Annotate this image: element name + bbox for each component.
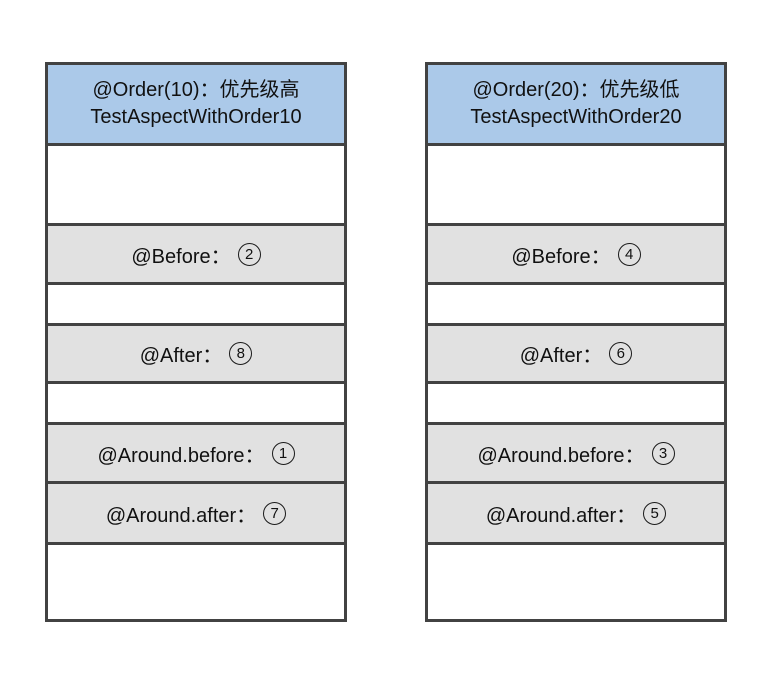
aspect-header-line2: TestAspectWithOrder10 bbox=[90, 106, 302, 128]
advice-row-after: @After： 8 bbox=[45, 323, 347, 384]
blank-row bbox=[425, 143, 727, 226]
advice-row-after: @After： 6 bbox=[425, 323, 727, 384]
advice-label: @Around.before： bbox=[97, 444, 265, 467]
aspect-header-line2: TestAspectWithOrder20 bbox=[470, 106, 682, 128]
blank-row bbox=[45, 282, 347, 326]
circled-number: 1 bbox=[271, 441, 295, 465]
advice-label: @After： bbox=[519, 345, 603, 367]
circled-number: 4 bbox=[617, 242, 641, 266]
circled-number: 6 bbox=[609, 342, 633, 365]
circled-number: 3 bbox=[651, 441, 675, 465]
advice-label: @Around.after： bbox=[105, 504, 257, 527]
aspect-header-order10: @Order(10)：优先级高 TestAspectWithOrder10 bbox=[45, 62, 347, 146]
advice-label: @Before： bbox=[511, 245, 611, 268]
advice-row-around-after: @Around.after： 5 bbox=[425, 481, 727, 545]
advice-row-before: @Before： 2 bbox=[45, 223, 347, 285]
advice-row-before: @Before： 4 bbox=[425, 223, 727, 285]
circled-number: 7 bbox=[263, 501, 287, 525]
advice-label: @Around.before： bbox=[477, 444, 645, 467]
blank-row bbox=[45, 542, 347, 622]
blank-row bbox=[45, 143, 347, 226]
aspect-column-order20: @Order(20)：优先级低 TestAspectWithOrder20 @B… bbox=[425, 62, 727, 622]
aspect-header-line1: @Order(20)：优先级低 bbox=[472, 79, 680, 101]
circled-number: 8 bbox=[229, 342, 253, 365]
aspect-column-order10: @Order(10)：优先级高 TestAspectWithOrder10 @B… bbox=[45, 62, 347, 622]
blank-row bbox=[425, 542, 727, 622]
advice-label: @After： bbox=[139, 345, 223, 367]
circled-number: 5 bbox=[643, 501, 667, 525]
circled-number: 2 bbox=[237, 242, 261, 266]
advice-row-around-before: @Around.before： 3 bbox=[425, 422, 727, 484]
blank-row bbox=[425, 282, 727, 326]
blank-row bbox=[425, 381, 727, 425]
advice-label: @Around.after： bbox=[485, 504, 637, 527]
aspect-header-line1: @Order(10)：优先级高 bbox=[92, 79, 300, 101]
advice-row-around-before: @Around.before： 1 bbox=[45, 422, 347, 484]
blank-row bbox=[45, 381, 347, 425]
advice-label: @Before： bbox=[131, 245, 231, 268]
aspect-header-order20: @Order(20)：优先级低 TestAspectWithOrder20 bbox=[425, 62, 727, 146]
advice-row-around-after: @Around.after： 7 bbox=[45, 481, 347, 545]
